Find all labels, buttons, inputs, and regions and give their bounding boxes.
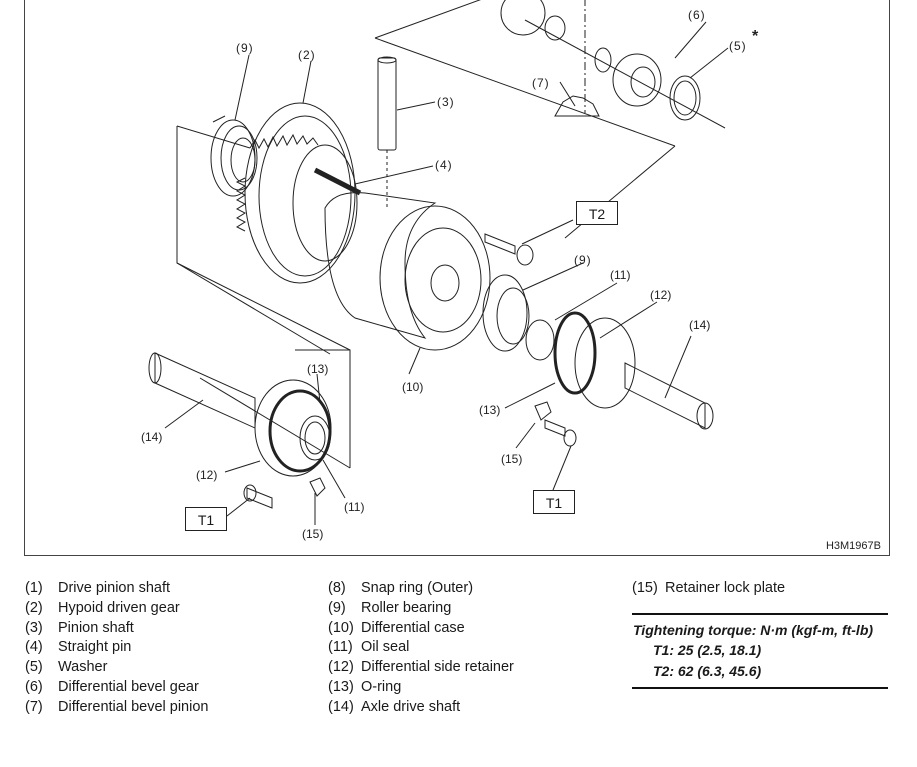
legend-number: (6)	[25, 678, 43, 695]
legend-number: (4)	[25, 639, 43, 656]
legend-number: (15)	[632, 580, 658, 596]
legend-item: (11) Oil seal	[328, 638, 514, 658]
torque-spec-table: Tightening torque: N·m (kgf-m, ft-lb) T1…	[632, 613, 888, 689]
callout-13-left: (13)	[307, 362, 329, 376]
bevel-gears-top	[500, 0, 726, 129]
legend-label: O-ring	[361, 678, 402, 695]
legend-column-1: (1) Drive pinion shaft (2) Hypoid driven g…	[25, 579, 208, 718]
callout-3: (3)	[437, 95, 455, 109]
callout-15-right: (15)	[501, 452, 523, 466]
diagram-drawing	[148, 0, 729, 525]
legend-number: (10)	[328, 619, 354, 636]
torque-row-t1: T1: 25 (2.5, 18.1)	[653, 642, 762, 658]
legend-number: (7)	[25, 698, 43, 715]
legend-label: Oil seal	[361, 639, 410, 656]
legend-label: Washer	[58, 659, 108, 676]
legend-number: (14)	[328, 698, 354, 715]
callout-12-right: (12)	[650, 288, 672, 302]
legend-item: (7) Differential bevel pinion	[25, 698, 208, 718]
callout-6: (6)	[688, 8, 706, 22]
callout-4: (4)	[435, 158, 453, 172]
legend-item: (15) Retainer lock plate	[632, 579, 785, 599]
legend-item: (2) Hypoid driven gear	[25, 599, 208, 619]
callout-14-left: (14)	[141, 430, 163, 444]
leader-lines	[164, 21, 729, 525]
figure-id: H3M1967B	[825, 540, 881, 552]
legend-number: (9)	[328, 599, 346, 616]
legend-item: (6) Differential bevel gear	[25, 678, 208, 698]
callout-12-left: (12)	[196, 468, 218, 482]
legend-item: (5) Washer	[25, 658, 208, 678]
asterisk-note-icon: *	[752, 28, 760, 45]
legend-label: Differential bevel gear	[58, 678, 199, 695]
torque-box-t2: T2	[576, 201, 618, 225]
legend-number: (8)	[328, 580, 346, 596]
legend-number: (11)	[328, 639, 353, 656]
pinion-shaft	[377, 56, 397, 208]
legend-number: (13)	[328, 678, 354, 695]
torque-box-t1-left: T1	[185, 507, 227, 531]
legend-number: (1)	[25, 580, 43, 596]
legend-label: Hypoid driven gear	[58, 599, 180, 616]
legend-label: Retainer lock plate	[665, 580, 786, 596]
straight-pin	[313, 167, 362, 196]
legend-item: (4) Straight pin	[25, 638, 208, 658]
legend-label: Drive pinion shaft	[58, 580, 171, 596]
assembly-guide-lines	[176, 0, 676, 469]
differential-case	[324, 192, 491, 351]
legend-item: (3) Pinion shaft	[25, 619, 208, 639]
legend-number: (5)	[25, 659, 43, 676]
callout-14-right: (14)	[689, 318, 711, 332]
hypoid-driven-gear	[235, 102, 358, 284]
bolt-t2	[484, 233, 534, 266]
right-assembly	[482, 274, 714, 447]
legend-label: Straight pin	[58, 639, 132, 656]
legend-label: Axle drive shaft	[361, 698, 461, 715]
callout-7: (7)	[532, 76, 550, 90]
callout-13-right: (13)	[479, 403, 501, 417]
legend-item: (12) Differential side retainer	[328, 658, 514, 678]
torque-row-t2: T2: 62 (6.3, 45.6)	[653, 663, 762, 679]
legend-column-3: (15) Retainer lock plate	[632, 579, 785, 599]
legend-number: (12)	[328, 659, 354, 676]
left-assembly	[148, 352, 332, 509]
callout-15-left: (15)	[302, 527, 324, 541]
legend-item: (9) Roller bearing	[328, 599, 514, 619]
legend-label: Differential bevel pinion	[58, 698, 209, 715]
callout-2: (2)	[298, 48, 316, 62]
legend-label: Roller bearing	[361, 599, 452, 616]
callout-5: (5)	[729, 39, 747, 53]
exploded-diagram: (9) (2) (3) (4) (6) (5) * (7) (9) (11) (…	[24, 0, 890, 556]
legend-item: (8) Snap ring (Outer)	[328, 579, 514, 599]
legend-label: Differential case	[361, 619, 465, 636]
callout-11-left: (11)	[344, 500, 365, 514]
legend-label: Snap ring (Outer)	[361, 580, 474, 596]
torque-title: Tightening torque: N·m (kgf-m, ft-lb)	[633, 622, 874, 638]
callout-10: (10)	[402, 380, 424, 394]
legend-item: (1) Drive pinion shaft	[25, 579, 208, 599]
torque-box-t1-right: T1	[533, 490, 575, 514]
legend-item: (10) Differential case	[328, 619, 514, 639]
callout-9-right: (9)	[574, 253, 592, 267]
legend-number: (3)	[25, 619, 43, 636]
roller-bearing-left	[210, 115, 258, 197]
callout-9-left: (9)	[236, 41, 254, 55]
legend-column-2: (8) Snap ring (Outer) (9) Roller bearing (…	[328, 579, 514, 718]
legend-label: Pinion shaft	[58, 619, 134, 636]
callout-11-right: (11)	[610, 268, 631, 282]
legend-label: Differential side retainer	[361, 659, 514, 676]
legend-item: (14) Axle drive shaft	[328, 698, 514, 718]
legend-number: (2)	[25, 599, 43, 616]
legend-item: (13) O-ring	[328, 678, 514, 698]
